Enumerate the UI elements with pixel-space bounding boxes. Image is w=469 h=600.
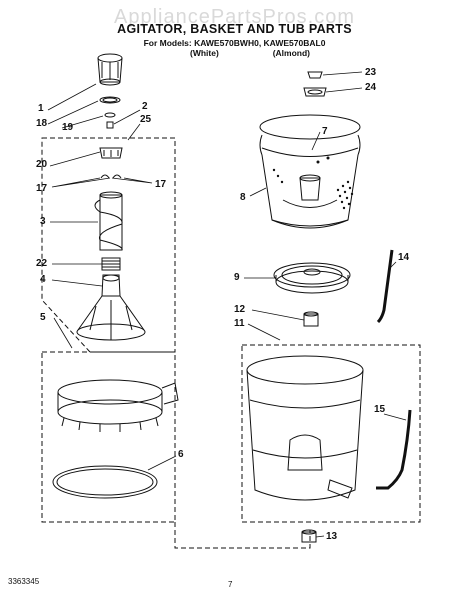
page-number: 7 — [228, 580, 233, 589]
variant-white: (White) — [190, 48, 219, 58]
part-agitator-base — [76, 274, 146, 341]
part-spring — [101, 257, 121, 271]
callout-7: 7 — [322, 126, 328, 137]
callout-2: 2 — [142, 101, 148, 112]
callout-17-right: 17 — [155, 179, 167, 190]
part-agitator-cap — [97, 53, 123, 86]
callout-19: 19 — [62, 122, 74, 133]
part-agitator-dog — [99, 147, 123, 159]
callout-6: 6 — [178, 449, 184, 460]
part-plate — [303, 87, 327, 97]
callout-25: 25 — [140, 114, 152, 125]
callout-23: 23 — [365, 67, 377, 78]
watermark: AppliancePartsPros.com — [114, 6, 355, 28]
callout-12: 12 — [234, 304, 246, 315]
callout-4: 4 — [40, 274, 46, 285]
callout-8: 8 — [240, 192, 246, 203]
part-hose-short — [376, 249, 394, 324]
callout-17-left: 17 — [36, 183, 48, 194]
basket-holes — [272, 156, 354, 210]
callout-14: 14 — [398, 252, 410, 263]
part-tub-seal — [52, 465, 158, 499]
part-balance-ring — [57, 379, 179, 432]
callout-11: 11 — [234, 318, 245, 329]
callout-5: 5 — [40, 312, 46, 323]
part-clips — [100, 174, 122, 179]
part-drain-hose — [376, 409, 412, 490]
callout-24: 24 — [365, 82, 377, 93]
part-outer-tub — [246, 355, 364, 501]
part-nut — [307, 71, 323, 79]
callout-1: 1 — [38, 103, 44, 114]
callout-22: 22 — [36, 258, 48, 269]
page-title: AGITATOR, BASKET AND TUB PARTS — [117, 22, 352, 36]
part-wash-basket — [259, 114, 361, 229]
dashed-group-boxes — [41, 137, 421, 549]
callout-9: 9 — [234, 272, 240, 283]
variant-almond: (Almond) — [272, 48, 310, 58]
models-line: For Models: KAWE570BWH0, KAWE570BAL0 — [143, 38, 326, 48]
callout-13: 13 — [326, 531, 338, 542]
part-basket-drive-hub — [273, 262, 351, 294]
variant-labels: (White) (Almond) — [190, 48, 310, 58]
callout-18: 18 — [36, 118, 48, 129]
part-washer — [104, 112, 116, 118]
callout-20: 20 — [36, 159, 48, 170]
part-small-cap — [106, 121, 114, 129]
part-auger — [94, 191, 123, 251]
callout-15: 15 — [374, 404, 386, 415]
part-ring — [99, 96, 121, 104]
part-drive-nut — [303, 311, 319, 327]
document-number: 3363345 — [8, 577, 40, 586]
part-grommet — [301, 529, 317, 543]
callout-3: 3 — [40, 216, 46, 227]
leader-lines — [47, 71, 407, 538]
